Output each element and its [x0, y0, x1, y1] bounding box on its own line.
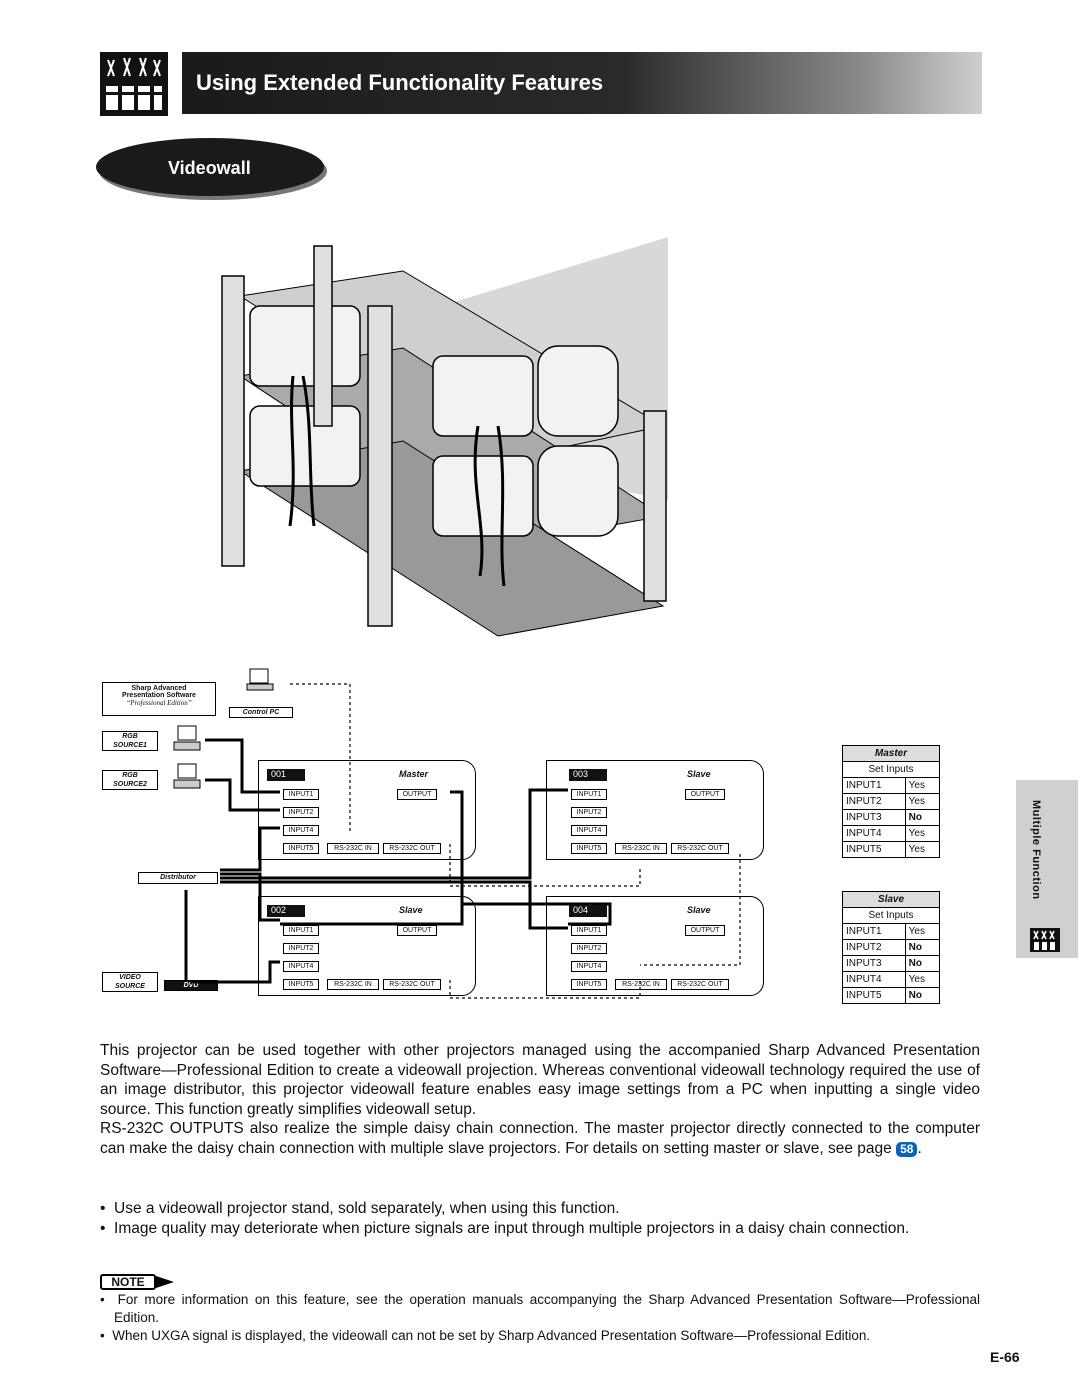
port-input2: INPUT2 [283, 943, 319, 954]
control-pc-icon [246, 668, 274, 692]
daisy-chain-paragraph: RS-232C OUTPUTS also realize the simple … [100, 1120, 980, 1157]
port-input5: INPUT5 [283, 843, 319, 854]
port-output: OUTPUT [397, 925, 437, 936]
side-tab-label: Multiple Function [1030, 800, 1042, 900]
projector-id: 003 [569, 769, 607, 781]
software-label-line3: “Professional Edition” [126, 699, 192, 707]
section-title: Videowall [168, 158, 251, 178]
projector-002: 002 Slave INPUT1 INPUT2 INPUT4 INPUT5 OU… [258, 896, 476, 996]
port-input4: INPUT4 [283, 825, 319, 836]
software-label-box: Sharp Advanced Presentation Software “Pr… [102, 682, 216, 716]
page-number: E-66 [990, 1349, 1020, 1365]
section-icon [100, 52, 168, 116]
note-item: • When UXGA signal is displayed, the vid… [100, 1328, 871, 1343]
projector-003: 003 Slave INPUT1 INPUT2 INPUT4 INPUT5 OU… [546, 760, 764, 860]
port-rs232c-in: RS-232C IN [615, 843, 667, 854]
port-input1: INPUT1 [283, 789, 319, 800]
port-input2: INPUT2 [571, 807, 607, 818]
projector-role: Slave [687, 769, 711, 779]
port-output: OUTPUT [685, 789, 725, 800]
rgb-source1-pc-icon [172, 724, 202, 754]
port-input2: INPUT2 [571, 943, 607, 954]
bullet-item: • Use a videowall projector stand, sold … [100, 1200, 620, 1217]
rgb-source2-pc-icon [172, 762, 202, 792]
projector-001: 001 Master INPUT1 INPUT2 INPUT4 INPUT5 O… [258, 760, 476, 860]
table-title: Slave [842, 891, 940, 908]
port-output: OUTPUT [397, 789, 437, 800]
section-pill [96, 138, 324, 196]
header-bar [182, 52, 982, 114]
projector-role: Master [399, 769, 429, 779]
port-input2: INPUT2 [283, 807, 319, 818]
videowall-stand-illustration [221, 237, 668, 637]
port-rs232c-out: RS-232C OUT [671, 843, 729, 854]
port-input5: INPUT5 [571, 979, 607, 990]
port-rs232c-out: RS-232C OUT [383, 843, 441, 854]
table-subtitle: Set Inputs [842, 907, 940, 924]
table-title: Master [842, 745, 940, 762]
port-input1: INPUT1 [571, 925, 607, 936]
projector-role: Slave [687, 905, 711, 915]
port-input5: INPUT5 [571, 843, 607, 854]
port-input4: INPUT4 [571, 825, 607, 836]
port-input1: INPUT1 [571, 789, 607, 800]
projector-id: 001 [267, 769, 305, 781]
port-rs232c-out: RS-232C OUT [671, 979, 729, 990]
software-label-line2: Presentation Software [122, 692, 196, 699]
projector-id: 002 [267, 905, 305, 917]
port-rs232c-in: RS-232C IN [327, 979, 379, 990]
port-input5: INPUT5 [283, 979, 319, 990]
note-arrow-icon [156, 1276, 174, 1288]
table-subtitle: Set Inputs [842, 761, 940, 778]
projector-id: 004 [569, 905, 607, 917]
control-pc-label: Control PC [229, 707, 293, 718]
projector-role: Slave [399, 905, 423, 915]
port-rs232c-out: RS-232C OUT [383, 979, 441, 990]
distributor-label: Distributor [138, 872, 218, 884]
bullet-item: • Image quality may deteriorate when pic… [100, 1220, 910, 1237]
port-rs232c-in: RS-232C IN [327, 843, 379, 854]
note-badge: NOTE [100, 1274, 156, 1290]
page-title: Using Extended Functionality Features [196, 70, 604, 95]
note-item: • For more information on this feature, … [100, 1292, 980, 1325]
multiple-function-icon [1030, 928, 1060, 952]
port-output: OUTPUT [685, 925, 725, 936]
port-input4: INPUT4 [283, 961, 319, 972]
page-reference-link[interactable]: 58 [896, 1141, 918, 1157]
projector-004: 004 Slave INPUT1 INPUT2 INPUT4 INPUT5 OU… [546, 896, 764, 996]
port-input4: INPUT4 [571, 961, 607, 972]
software-label-line1: Sharp Advanced [131, 685, 187, 692]
port-input1: INPUT1 [283, 925, 319, 936]
port-rs232c-in: RS-232C IN [615, 979, 667, 990]
intro-paragraph: This projector can be used together with… [100, 1042, 980, 1118]
